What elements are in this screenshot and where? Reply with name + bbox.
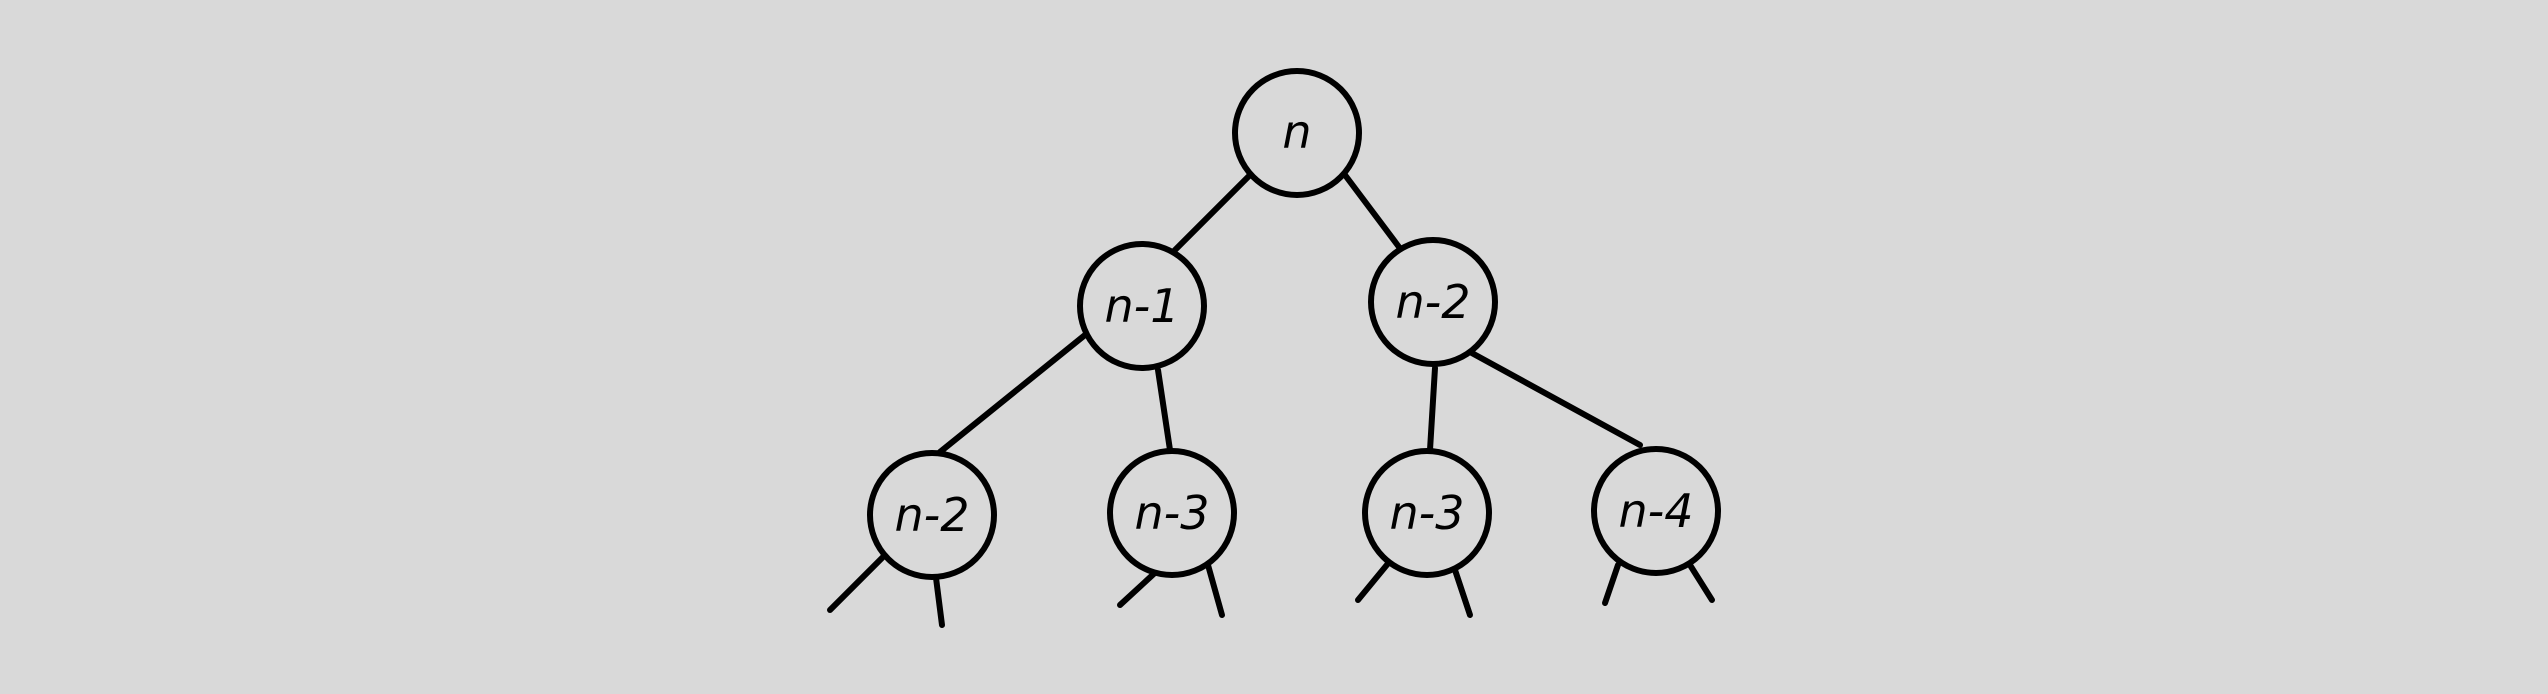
edge-root-to-n-1: [1167, 172, 1253, 258]
tree-node-level2-3: n-3: [1362, 448, 1492, 578]
edge-stub: [1117, 567, 1161, 608]
edge-n-1-to-n-2: [937, 332, 1088, 455]
node-circle: [1077, 241, 1207, 371]
edge-root-to-n-2: [1342, 172, 1408, 258]
tree-node-level1-left: n-1: [1077, 241, 1207, 371]
node-circle: [1591, 446, 1721, 576]
node-label: n-1: [1104, 279, 1179, 333]
edge-stub: [827, 552, 888, 613]
node-circle: [1232, 68, 1362, 198]
tree-node-level1-right: n-2: [1368, 237, 1498, 367]
node-label: n-3: [1389, 486, 1464, 540]
node-circle: [867, 450, 997, 580]
node-circle: [1107, 448, 1237, 578]
tree-node-root: n: [1232, 68, 1362, 198]
tree-node-level2-1: n-2: [867, 450, 997, 580]
node-label: n-2: [1395, 275, 1470, 329]
edge-stub: [1602, 562, 1621, 606]
tree-node-level2-2: n-3: [1107, 448, 1237, 578]
edge-stub: [1687, 562, 1715, 603]
node-label: n-2: [894, 488, 969, 542]
tree-node-level2-4: n-4: [1591, 446, 1721, 576]
node-circle: [1362, 448, 1492, 578]
node-label: n: [1282, 105, 1311, 159]
node-label: n-3: [1134, 486, 1209, 540]
edge-stub: [1452, 567, 1473, 618]
edge-n-1-to-n-3: [1155, 367, 1173, 453]
edge-n-2-to-n-3: [1427, 365, 1438, 453]
node-circle: [1368, 237, 1498, 367]
edge-n-2-to-n-4: [1467, 349, 1643, 448]
node-label: n-4: [1618, 484, 1693, 538]
edge-stub: [1205, 562, 1225, 618]
